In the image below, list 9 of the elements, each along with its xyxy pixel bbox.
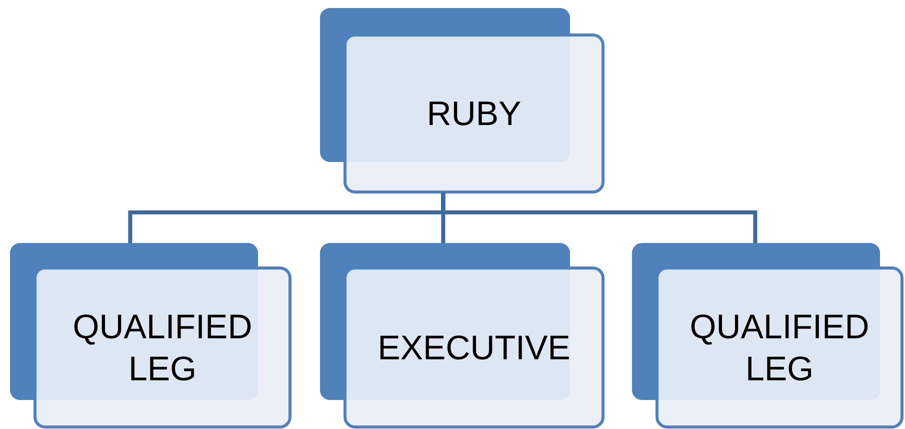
org-box bbox=[320, 8, 604, 194]
box-label: RUBY bbox=[430, 102, 520, 126]
org-box bbox=[632, 243, 904, 428]
box-label: QUALIFIED LEG bbox=[74, 314, 251, 381]
org-box bbox=[10, 243, 292, 428]
org-box bbox=[320, 243, 604, 428]
box-label: QUALIFIED LEG bbox=[691, 314, 868, 381]
connector-line bbox=[441, 192, 758, 243]
box-label: EXECUTIVE bbox=[380, 335, 569, 360]
